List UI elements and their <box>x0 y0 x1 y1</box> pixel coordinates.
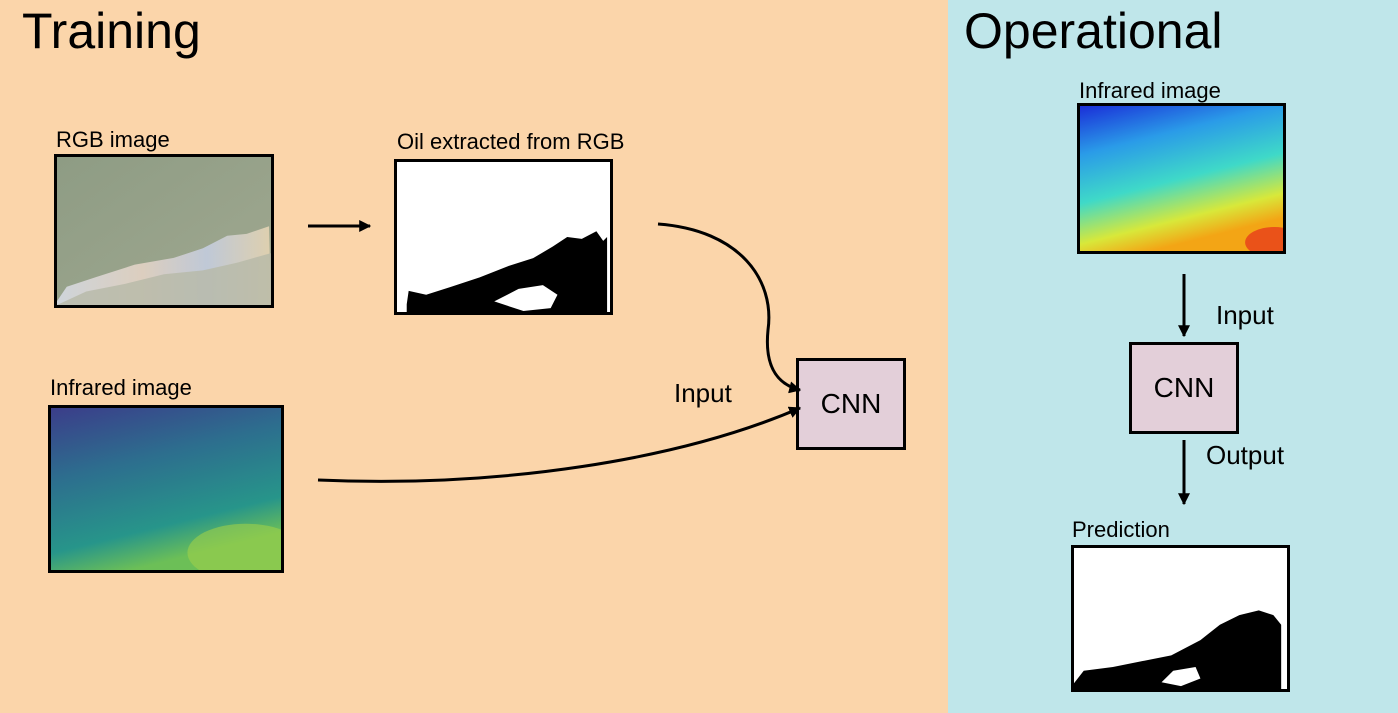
operational-cnn-box: CNN <box>1129 342 1239 434</box>
training-cnn-box: CNN <box>796 358 906 450</box>
operational-infrared-label: Infrared image <box>1079 78 1221 103</box>
rgb-image <box>54 154 274 308</box>
training-infrared-label: Infrared image <box>50 375 192 400</box>
training-title: Training <box>22 3 201 59</box>
training-panel: Training RGB image Oil extracted from RG… <box>0 0 948 713</box>
operational-input-label: Input <box>1216 300 1274 330</box>
prediction-label: Prediction <box>1072 517 1170 542</box>
operational-panel: Operational Infrared image Input CNN Out… <box>948 0 1398 713</box>
rgb-image-label: RGB image <box>56 127 170 152</box>
operational-title: Operational <box>964 3 1223 59</box>
operational-cnn-label: CNN <box>1153 372 1215 403</box>
operational-infrared-image <box>1077 103 1286 254</box>
prediction-image <box>1071 545 1290 692</box>
oil-mask-image <box>394 159 613 315</box>
training-cnn-label: CNN <box>820 388 882 419</box>
training-input-label: Input <box>674 378 732 408</box>
training-infrared-image <box>48 405 284 573</box>
operational-output-label: Output <box>1206 440 1285 470</box>
oil-extracted-label: Oil extracted from RGB <box>397 129 625 154</box>
